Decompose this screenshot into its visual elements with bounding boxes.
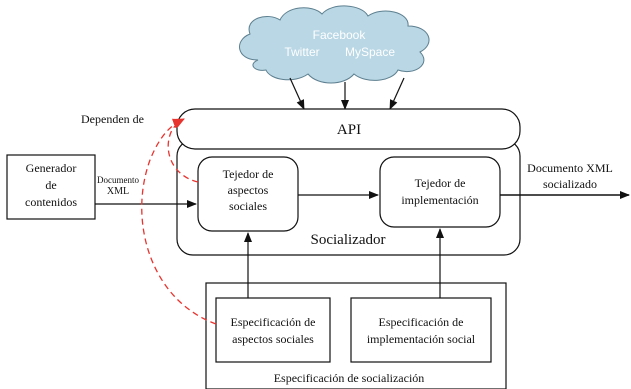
input-doc-line1: Documento [97, 175, 139, 185]
spec-aspectos-line1: Especificación de [231, 315, 316, 329]
social-networks-cloud: Facebook Twitter MySpace [239, 5, 430, 84]
generador-line1: Generador [26, 161, 77, 175]
input-doc-line2: XML [107, 186, 129, 197]
cloud-to-api-arrow-right [389, 77, 405, 110]
spec-aspectos-line2: aspectos sociales [232, 332, 314, 346]
output-doc-line2: socializado [543, 177, 597, 191]
cloud-twitter-label: Twitter [284, 45, 319, 59]
api-label: API [337, 122, 361, 138]
spec-impl-line1: Especificación de [379, 315, 464, 329]
spec-depends-on-api-arrow [141, 118, 217, 325]
tejedor-impl-line1: Tejedor de [415, 176, 466, 190]
tejedor-depends-on-api-arrow [167, 118, 199, 183]
socializador-label: Socializador [311, 232, 386, 248]
spec-container [205, 282, 507, 389]
dependen-de-label: Dependen de [81, 112, 144, 126]
tejedor-aspectos-line3: sociales [229, 199, 267, 213]
tejedor-aspectos-line1: Tejedor de [223, 167, 274, 181]
generador-line3: contenidos [25, 195, 77, 209]
cloud-to-api-arrow-left [289, 77, 305, 110]
spec-aspectos-box [215, 297, 331, 363]
spec-impl-line2: implementación social [367, 332, 476, 346]
spec-container-label: Especificación de socialización [274, 371, 425, 385]
generador-line2: de [45, 178, 56, 192]
cloud-myspace-label: MySpace [345, 45, 395, 59]
tejedor-aspectos-line2: aspectos [228, 183, 269, 197]
tejedor-aspectos-box [197, 156, 299, 232]
api-box [176, 108, 521, 150]
cloud-facebook-label: Facebook [313, 28, 367, 42]
spec-impl-box [350, 297, 492, 363]
tejedor-impl-line2: implementación [401, 193, 478, 207]
generador-box [6, 154, 96, 220]
tejedor-impl-box [379, 156, 501, 228]
output-doc-line1: Documento XML [527, 161, 613, 175]
